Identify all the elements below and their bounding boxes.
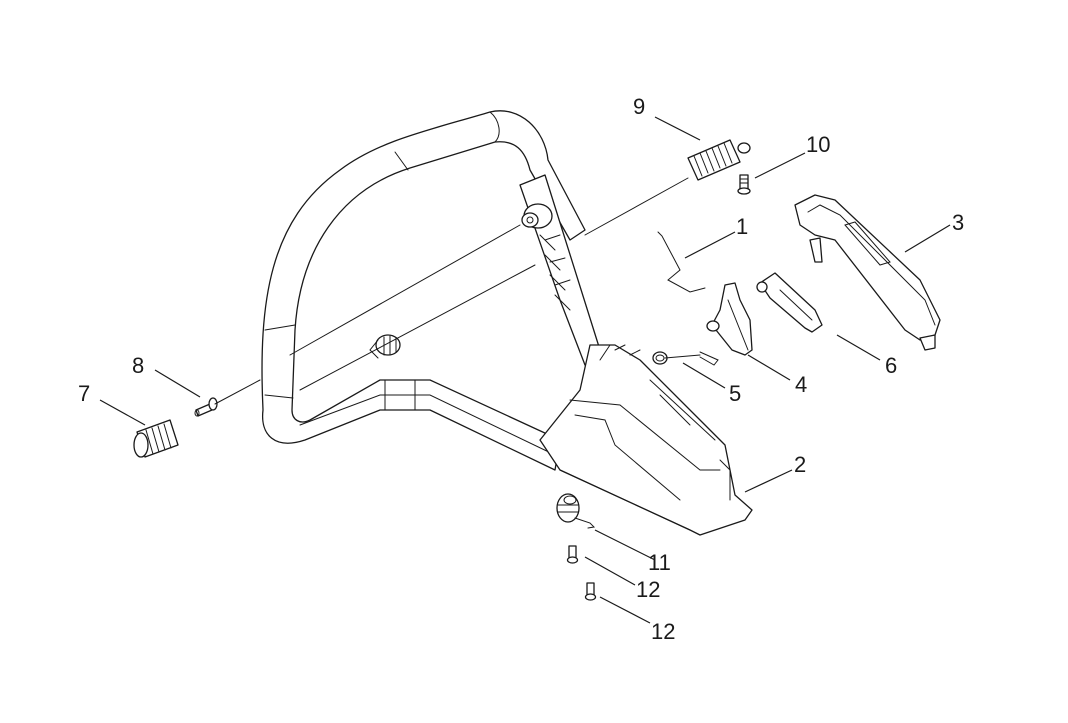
callout-5: 5 [729, 381, 741, 406]
callout-12b: 12 [651, 619, 675, 644]
leader-lines [99, 116, 951, 624]
vibration-spring [133, 419, 179, 458]
callout-12a: 12 [636, 577, 660, 602]
torsion-spring [652, 351, 719, 366]
front-handle-bar [261, 110, 586, 471]
callout-11: 11 [648, 550, 671, 575]
callout-2: 2 [794, 452, 806, 477]
callout-10: 10 [806, 132, 830, 157]
screw-12a [566, 545, 579, 564]
callout-6: 6 [885, 353, 897, 378]
pin [194, 397, 218, 417]
screw-10 [737, 174, 751, 195]
callout-4: 4 [795, 372, 807, 397]
callout-9: 9 [633, 94, 645, 119]
lower-spring [556, 493, 596, 529]
screw-12b [584, 582, 597, 601]
throttle-lockout [756, 272, 823, 333]
upper-bushing [521, 203, 553, 229]
throttle-rod [657, 231, 706, 293]
upper-vibration-spring [687, 139, 751, 181]
callout-3: 3 [952, 210, 964, 235]
handle-base [539, 344, 753, 536]
lower-bushing [369, 334, 401, 359]
alignment-lines [214, 177, 689, 405]
handle-cover [794, 194, 941, 351]
callout-8: 8 [132, 353, 144, 378]
callout-1: 1 [736, 214, 748, 239]
throttle-trigger [706, 282, 753, 356]
callouts: 9 10 1 3 6 4 5 2 11 12 12 8 7 [78, 94, 964, 644]
callout-7: 7 [78, 381, 90, 406]
